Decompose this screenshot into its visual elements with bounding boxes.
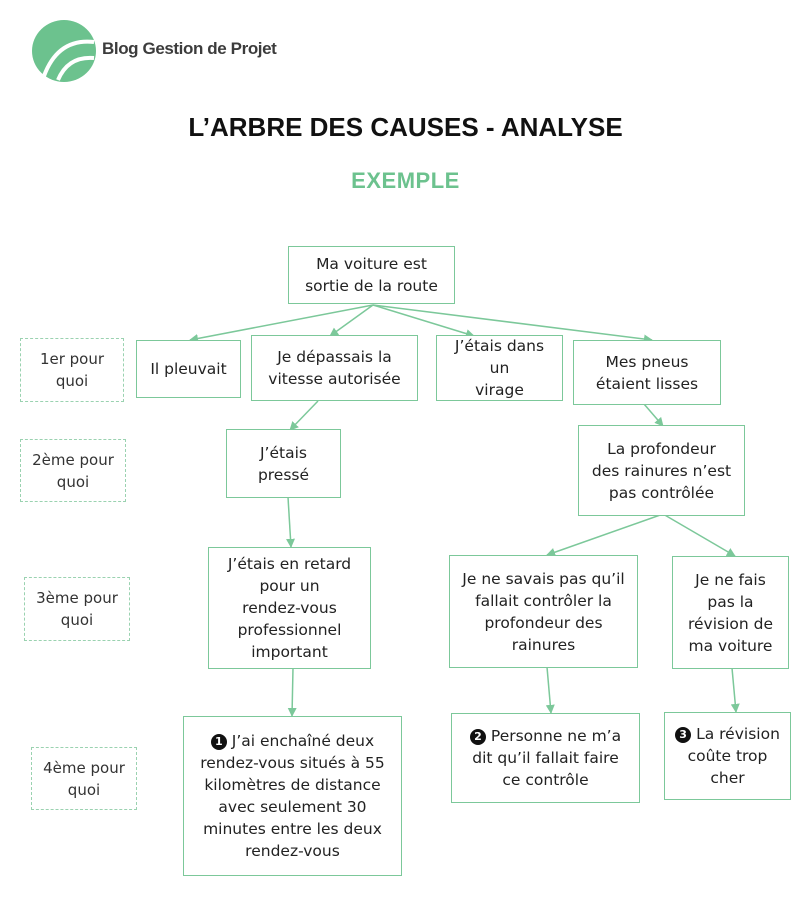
edge-vitesse-presse	[289, 400, 319, 431]
page-title: L’ARBRE DES CAUSES - ANALYSE	[188, 112, 623, 142]
number-badge-1: 1	[210, 734, 227, 750]
edge-root-pneus	[372, 304, 653, 344]
root-node: Ma voiture est sortie de la route	[288, 246, 455, 304]
edge-root-pluie	[189, 304, 374, 343]
number-badge-2: 2	[469, 729, 486, 745]
edge-revision-cause3	[730, 667, 740, 713]
root-cause-2-text: Personne ne m’a dit qu’il fallait faire …	[472, 727, 622, 789]
edge-savais-cause2	[545, 666, 555, 714]
root-cause-1-text: J’ai enchaîné deux rendez-vous situés à …	[200, 732, 385, 860]
leaf-logo-icon	[32, 20, 96, 82]
node-revision: Je ne fais pas la révision de ma voiture	[672, 556, 789, 669]
node-virage: J’étais dans un virage	[436, 335, 563, 401]
edge-retard-cause1	[287, 667, 297, 717]
number-badge-3: 3	[675, 727, 692, 743]
root-cause-3-text: La révision coûte trop cher	[687, 725, 780, 787]
level-3-label: 3ème pour quoi	[24, 577, 130, 641]
edge-profondeur-revision	[662, 513, 736, 557]
node-retard: J’étais en retard pour un rendez-vous pr…	[208, 547, 371, 669]
node-presse: J’étais pressé	[226, 429, 341, 498]
blog-logo: Blog Gestion de Projet	[28, 18, 328, 84]
edge-root-vitesse	[329, 304, 374, 337]
edge-root-virage	[372, 304, 475, 338]
node-profondeur: La profondeur des rainures n’est pas con…	[578, 425, 745, 516]
node-savais: Je ne savais pas qu’il fallait contrôler…	[449, 555, 638, 668]
node-pneus: Mes pneus étaient lisses	[573, 340, 721, 405]
brand-name: Blog Gestion de Projet	[102, 39, 277, 58]
edge-pneus-profondeur	[643, 403, 664, 427]
edge-presse-retard	[286, 496, 296, 548]
node-pluie: Il pleuvait	[136, 340, 241, 398]
node-vitesse: Je dépassais la vitesse autorisée	[251, 335, 418, 401]
level-4-label: 4ème pour quoi	[31, 747, 137, 810]
level-1-label: 1er pour quoi	[20, 338, 124, 402]
edge-profondeur-savais	[546, 513, 664, 557]
page-subtitle: EXEMPLE	[351, 168, 460, 193]
level-2-label: 2ème pour quoi	[20, 439, 126, 502]
